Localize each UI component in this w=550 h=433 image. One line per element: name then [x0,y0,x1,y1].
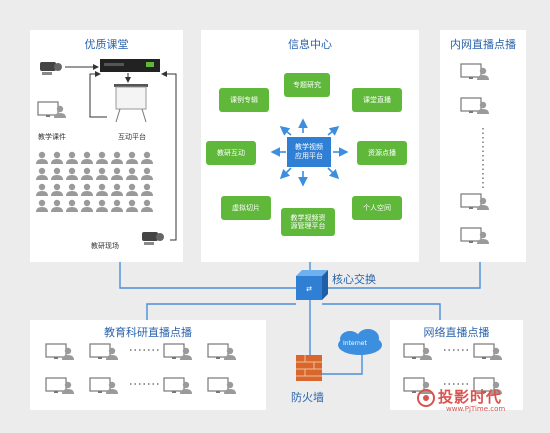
info-center-title: 信息中心 [288,38,332,51]
node-class-live: 课堂直播 [352,88,402,112]
info-center-arrows [270,118,349,187]
network-live-panel: 网络直播点播 [390,320,523,410]
node-resource-management: 教学视频资 源管理平台 [281,208,335,236]
quality-classroom-title: 优质课堂 [84,38,129,51]
svg-text:⇄: ⇄ [306,285,312,293]
firewall-icon [296,355,322,381]
projection-screen-icon [114,84,148,123]
audience-icon [36,151,153,212]
internet-label: Internet [343,340,367,347]
node-resource-vod: 资源点播 [357,141,407,165]
network-lines [119,262,481,375]
watermark-url: www.PjTime.com [446,405,506,413]
edu-research-live-title: 教育科研直播点播 [104,326,192,339]
network-live-title: 网络直播点播 [423,326,490,339]
classroom-camera-icon [40,62,62,75]
node-video-platform: 教学视频 应用平台 [287,137,331,167]
edu-research-live-panel: 教育科研直播点播 [30,320,266,410]
watermark-logo-icon [417,389,435,407]
watermark-text: 投影时代 [438,388,503,406]
intranet-live-title: 内网直播点播 [450,38,516,51]
node-topic-research: 专题研究 [284,73,330,97]
internet-cloud-icon [338,329,382,355]
node-personal-space: 个人空间 [352,196,402,220]
courseware-workstation-icon [38,102,66,118]
firewall-label: 防火墙 [291,391,324,404]
edu-research-workstations [46,344,236,394]
recorder-device-icon [100,59,160,72]
interactive-platform-label: 互动平台 [118,133,146,141]
core-switch-icon: ⇄ [296,270,328,300]
intranet-live-panel: 内网直播点播 [440,30,526,262]
node-course-album: 课例专辑 [219,88,269,112]
core-switch-label: 核心交换 [332,273,376,286]
node-research-interaction: 教研互动 [206,141,256,165]
node-virtual-slice: 虚拟切片 [221,196,271,220]
intranet-workstations [461,64,489,244]
courseware-label: 教学课件 [38,133,66,141]
research-site-label: 教研现场 [91,242,119,250]
research-camera-icon [142,232,164,245]
